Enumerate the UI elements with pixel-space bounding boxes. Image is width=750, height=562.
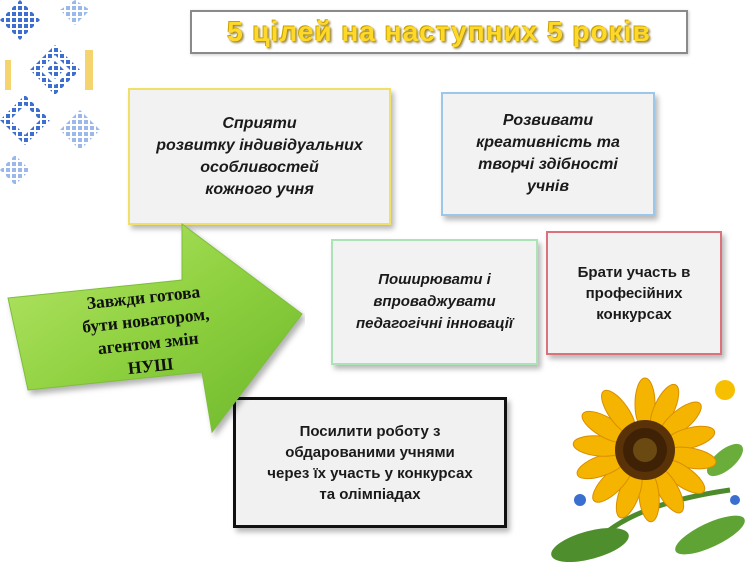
right-arrow-shape <box>7 223 303 434</box>
goal-box-1: Сприяти розвитку індивідуальних особливо… <box>128 88 391 225</box>
goal-box-4: Брати участь в професійних конкурсах <box>546 231 722 355</box>
goal-box-3: Поширювати і впроваджувати педагогічні і… <box>331 239 538 365</box>
sunflower-illustration <box>551 377 745 562</box>
goal-text-5: Посилити роботу з обдарованими учнями че… <box>267 422 473 503</box>
goal-text-1: Сприяти розвитку індивідуальних особливо… <box>156 114 363 198</box>
goal-box-5: Посилити роботу з обдарованими учнями че… <box>233 397 507 528</box>
goal-text-3: Поширювати і впроваджувати педагогічні і… <box>355 271 514 332</box>
goal-box-2: Розвивати креативність та творчі здібнос… <box>441 92 655 216</box>
embroidery-ornament <box>0 0 100 185</box>
title-banner: 5 цілей на наступних 5 років <box>190 10 688 54</box>
page-title: 5 цілей на наступних 5 років <box>227 16 651 47</box>
goal-text-4: Брати участь в професійних конкурсах <box>577 263 691 323</box>
goal-text-2: Розвивати креативність та творчі здібнос… <box>476 112 620 195</box>
